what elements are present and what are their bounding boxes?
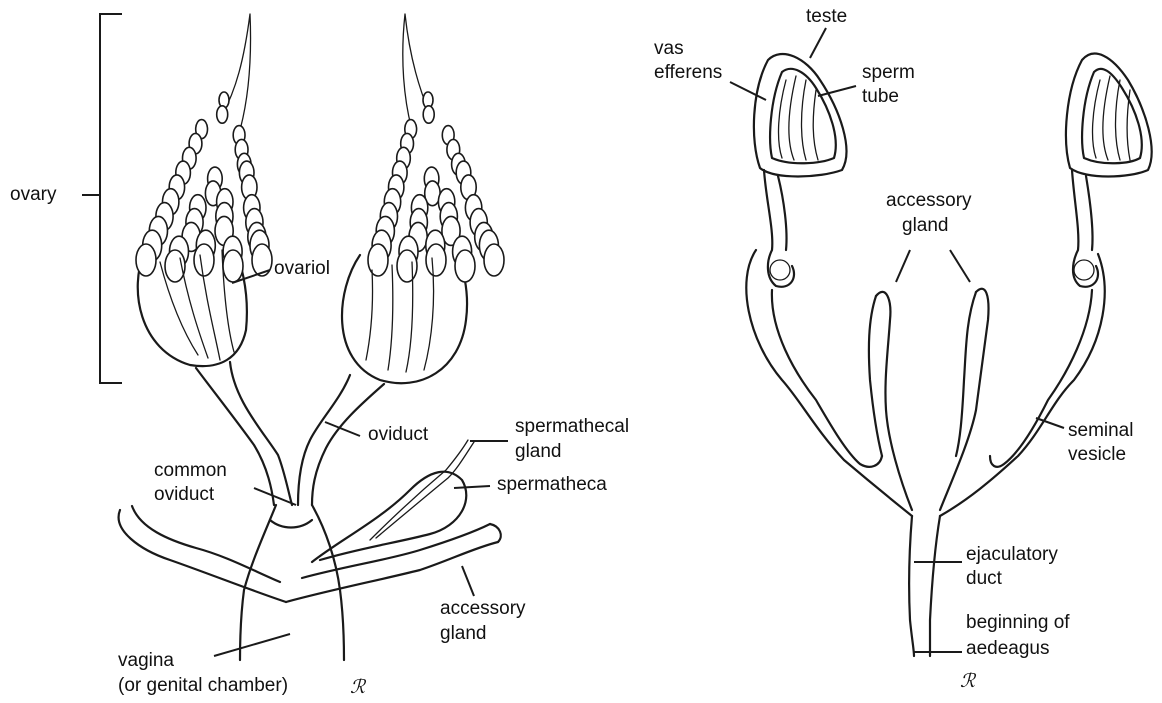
ovariole-egg: [397, 250, 417, 282]
label-aedeagus-line2: aedeagus: [966, 638, 1049, 660]
label-ovariol: ovariol: [274, 258, 330, 280]
label-sperm-tube-line1: sperm: [862, 62, 915, 84]
leader-vagina: [214, 634, 290, 656]
leader-accessory-gland: [462, 566, 474, 596]
signature-female: ℛ: [350, 676, 365, 698]
ovariole-egg: [217, 106, 228, 123]
label-spermatheca: spermatheca: [497, 474, 607, 496]
left-ovary: [136, 14, 292, 505]
label-ejaculatory-duct-line1: ejaculatory: [966, 544, 1058, 566]
leader-vas-efferens: [730, 82, 766, 100]
male-system: [730, 28, 1152, 656]
female-lower-tract: [240, 505, 344, 660]
label-accessory-gland-male-line1: accessory: [886, 190, 972, 212]
label-seminal-vesicle-line2: vesicle: [1068, 444, 1126, 466]
label-vagina-line1: vagina: [118, 650, 174, 672]
ovary-bracket: [82, 14, 122, 383]
label-vas-efferens-line2: efferens: [654, 62, 722, 84]
ovariole-egg: [223, 250, 243, 282]
label-aedeagus-line1: beginning of: [966, 612, 1070, 634]
label-teste: teste: [806, 6, 847, 28]
left-testis: [754, 54, 847, 287]
leader-teste: [810, 28, 826, 58]
label-common-oviduct-line2: oviduct: [154, 484, 214, 506]
label-accessory-gland-female-line2: gland: [440, 623, 487, 645]
ovariole-egg: [194, 244, 214, 276]
label-ovary: ovary: [10, 184, 56, 206]
label-seminal-vesicle-line1: seminal: [1068, 420, 1133, 442]
label-spermathecal-gland-line2: gland: [515, 441, 562, 463]
female-system: [82, 14, 508, 660]
signature-male: ℛ: [960, 670, 975, 692]
right-testis: [1066, 54, 1152, 287]
spermatheca-drawing: [312, 440, 474, 562]
label-ejaculatory-duct-line2: duct: [966, 568, 1002, 590]
ovariole-egg: [423, 106, 434, 123]
label-common-oviduct-line1: common: [154, 460, 227, 482]
ovariole-egg: [426, 244, 446, 276]
label-sperm-tube-line2: tube: [862, 86, 899, 108]
label-accessory-gland-female-line1: accessory: [440, 598, 526, 620]
label-oviduct: oviduct: [368, 424, 428, 446]
label-vagina-line2: (or genital chamber): [118, 675, 288, 697]
ovariole-egg: [455, 250, 475, 282]
label-accessory-gland-male-line2: gland: [902, 215, 949, 237]
ovariole-egg: [136, 244, 156, 276]
male-ducts: [746, 250, 1104, 656]
leader-accessory-gland-right: [950, 250, 970, 282]
label-vas-efferens-line1: vas: [654, 38, 684, 60]
male-accessory-gland: [869, 289, 989, 510]
leader-accessory-gland-left: [896, 250, 910, 282]
label-spermathecal-gland-line1: spermathecal: [515, 416, 629, 438]
ovariole-egg: [368, 244, 388, 276]
leader-spermatheca: [454, 486, 490, 488]
ovariole-egg: [484, 244, 504, 276]
